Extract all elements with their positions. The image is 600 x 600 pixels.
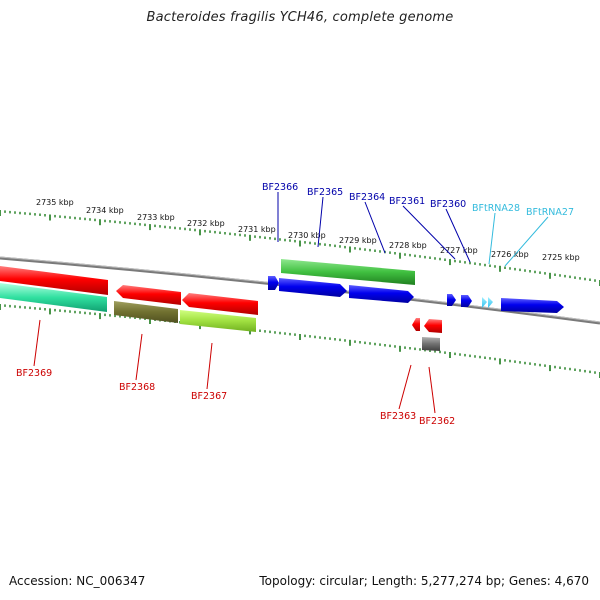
scale-label: 2734 kbp	[86, 206, 124, 215]
gene-arrow[interactable]	[501, 298, 564, 313]
upper-scale-ruler	[0, 210, 600, 286]
gene-arrow[interactable]	[116, 285, 181, 305]
gene-arrow[interactable]	[412, 318, 420, 331]
reverse-gene-labels: BF2369 BF2368 BF2367 BF2363 BF2362	[16, 368, 455, 427]
gene-arrow[interactable]	[461, 295, 472, 307]
scale-label: 2726 kbp	[491, 250, 529, 259]
gene-arrow[interactable]	[279, 278, 347, 297]
lower-scale-ruler	[0, 304, 600, 378]
gene-arrow[interactable]	[114, 301, 178, 323]
gene-arrow[interactable]	[281, 259, 415, 285]
gene-arrow[interactable]	[422, 337, 440, 351]
gene-label[interactable]: BF2363	[380, 411, 416, 422]
gene-label[interactable]: BF2367	[191, 391, 227, 402]
scale-label: 2732 kbp	[187, 219, 225, 228]
forward-gene-labels: BF2366 BF2365 BF2364 BF2361 BF2360	[262, 182, 466, 210]
forward-strand-genes	[268, 276, 564, 313]
gene-label[interactable]: BF2366	[262, 182, 298, 193]
gene-arrow[interactable]	[447, 294, 456, 306]
trna-arrow[interactable]	[482, 297, 487, 308]
scale-labels: 2735 kbp 2734 kbp 2733 kbp 2732 kbp 2731…	[36, 198, 580, 262]
genome-summary-text: Topology: circular; Length: 5,277,274 bp…	[259, 574, 589, 588]
scale-label: 2727 kbp	[440, 246, 478, 255]
trna-arrow[interactable]	[488, 297, 493, 308]
rna-gene-labels: BFtRNA28 BFtRNA27	[472, 203, 574, 218]
forward-leader-lines	[277, 192, 471, 263]
gene-arrow[interactable]	[0, 283, 107, 312]
gene-arrow[interactable]	[268, 276, 279, 290]
gene-arrow[interactable]	[182, 293, 258, 315]
scale-label: 2735 kbp	[36, 198, 74, 207]
gene-label[interactable]: BF2362	[419, 416, 455, 427]
reverse-strand-genes	[0, 266, 442, 333]
accession-text: Accession: NC_006347	[9, 574, 146, 588]
gene-label[interactable]: BFtRNA28	[472, 203, 520, 214]
scale-label: 2728 kbp	[389, 241, 427, 250]
gene-label[interactable]: BFtRNA27	[526, 207, 574, 218]
gene-arrow[interactable]	[0, 266, 108, 295]
scale-label: 2729 kbp	[339, 236, 377, 245]
gene-label[interactable]: BF2365	[307, 187, 343, 198]
map-title: Bacteroides fragilis YCH46, complete gen…	[146, 10, 454, 25]
gene-label[interactable]: BF2369	[16, 368, 52, 379]
gene-arrow[interactable]	[424, 319, 442, 333]
scale-label: 2731 kbp	[238, 225, 276, 234]
scale-label: 2730 kbp	[288, 231, 326, 240]
reverse-leader-lines	[33, 319, 436, 414]
rna-leader-lines	[488, 212, 549, 267]
gene-label[interactable]: BF2368	[119, 382, 155, 393]
scale-label: 2733 kbp	[137, 213, 175, 222]
scale-label: 2725 kbp	[542, 253, 580, 262]
gene-arrow[interactable]	[180, 310, 256, 332]
gene-label[interactable]: BF2364	[349, 192, 385, 203]
gene-arrow[interactable]	[349, 285, 414, 303]
gene-label[interactable]: BF2360	[430, 199, 466, 210]
gene-label[interactable]: BF2361	[389, 196, 425, 207]
